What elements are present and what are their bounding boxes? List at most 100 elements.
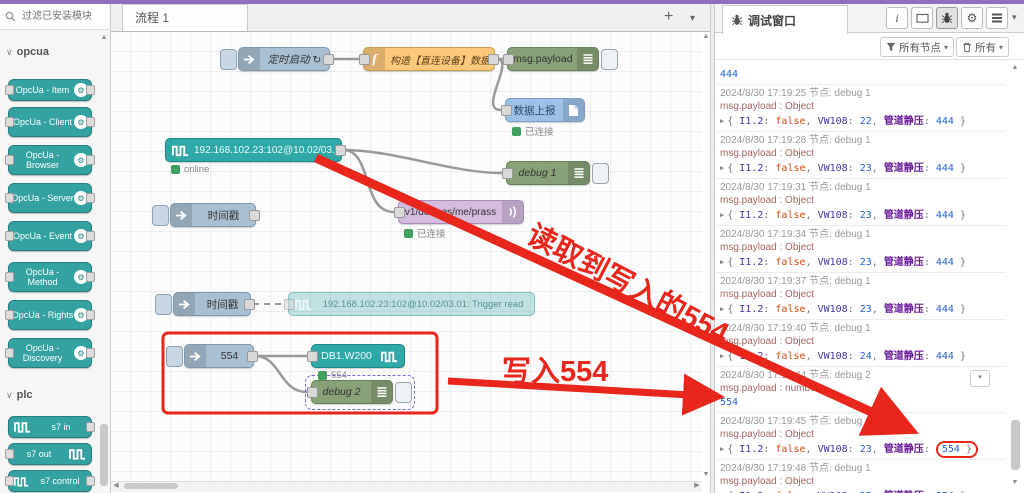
port[interactable] <box>5 231 14 241</box>
port[interactable] <box>5 476 14 486</box>
palette-node-opcua-event[interactable]: OpcUa - Event⚙ <box>5 221 95 251</box>
message-menu-button[interactable]: ▾ <box>970 370 990 387</box>
port[interactable] <box>323 54 334 65</box>
port[interactable] <box>284 299 295 310</box>
palette-section-plc[interactable]: ∨plc <box>6 389 33 401</box>
mqtt-out-node[interactable]: v1/devices/me/prass <box>394 200 524 224</box>
scroll-right-icon[interactable]: ▶ <box>694 482 700 489</box>
debug-toggle-button[interactable] <box>395 382 412 403</box>
port[interactable] <box>307 387 318 398</box>
inject-trigger-button[interactable] <box>220 49 237 70</box>
config-nodes-button[interactable]: ⚙ <box>961 7 983 29</box>
inject-node-554[interactable]: 554 <box>184 344 258 368</box>
canvas-hscrollbar-thumb[interactable] <box>124 483 178 489</box>
port[interactable] <box>5 117 14 127</box>
s7-read-node[interactable]: 192.168.102.23:102@10.02/03.01 <box>165 138 346 162</box>
panel-scrollbar-thumb[interactable] <box>1011 420 1020 470</box>
port[interactable] <box>5 310 14 320</box>
flow-tab-active[interactable]: 流程 1 <box>122 4 248 31</box>
inject-trigger-button[interactable] <box>152 205 169 226</box>
s7-trigger-read-ghost-node[interactable]: 192.168.102.23:102@10.02/03.01: Trigger … <box>284 292 535 316</box>
palette-node-opcua-discovery[interactable]: OpcUa - Discovery⚙ <box>5 338 95 368</box>
scroll-down-icon[interactable]: ▼ <box>702 471 710 478</box>
info-button[interactable]: i <box>886 7 908 29</box>
port[interactable] <box>5 272 14 282</box>
palette-scroll-up[interactable]: ▲ <box>100 34 108 41</box>
palette-scrollbar-thumb[interactable] <box>100 424 108 486</box>
port[interactable] <box>5 348 14 358</box>
debug-node-1[interactable]: debug 1 <box>502 161 590 185</box>
scroll-left-icon[interactable]: ◀ <box>113 482 119 489</box>
palette-node-opcua-item[interactable]: OpcUa - Item⚙ <box>5 79 95 101</box>
filter-nodes-button[interactable]: 所有节点 ▾ <box>880 37 955 57</box>
palette-node-opcua-method[interactable]: OpcUa - Method⚙ <box>5 262 95 292</box>
expand-caret[interactable]: ▶ <box>720 352 725 360</box>
expand-caret[interactable]: ▶ <box>720 445 725 453</box>
port[interactable] <box>502 168 513 179</box>
port[interactable] <box>5 155 14 165</box>
port[interactable] <box>247 351 258 362</box>
canvas-hscrollbar[interactable] <box>110 481 702 492</box>
port[interactable] <box>307 351 318 362</box>
port[interactable] <box>86 155 95 165</box>
scroll-up-icon[interactable]: ▲ <box>702 33 710 40</box>
port[interactable] <box>86 348 95 358</box>
panel-menu-caret[interactable]: ▾ <box>1012 12 1017 22</box>
expand-caret[interactable]: ▶ <box>720 211 725 219</box>
debug-toggle-button[interactable] <box>601 49 618 70</box>
panel-splitter[interactable] <box>710 4 715 493</box>
port[interactable] <box>86 272 95 282</box>
port[interactable] <box>249 210 260 221</box>
port[interactable] <box>503 54 514 65</box>
port[interactable] <box>86 231 95 241</box>
flow-list-dropdown[interactable]: ▾ <box>690 13 696 24</box>
palette-node-opcua-client[interactable]: OpcUa - Client⚙ <box>5 107 95 137</box>
help-button[interactable] <box>911 7 933 29</box>
palette-section-opcua[interactable]: ∨opcua <box>6 46 49 58</box>
palette-node-opcua-browser[interactable]: OpcUa - Browser⚙ <box>5 145 95 175</box>
panel-scroll-up[interactable]: ▲ <box>1011 64 1019 71</box>
expand-caret[interactable]: ▶ <box>720 258 725 266</box>
palette-node-s7-out[interactable]: s7 out <box>5 443 92 465</box>
port[interactable] <box>5 193 14 203</box>
port[interactable] <box>86 476 95 486</box>
function-node-build-data[interactable]: f 构造【直连设备】数据 <box>359 47 499 71</box>
port[interactable] <box>5 85 14 95</box>
inject-node-scheduled-start[interactable]: 定时启动 ↻ <box>238 47 334 71</box>
port[interactable] <box>394 207 405 218</box>
clear-messages-button[interactable]: 所有 ▾ <box>956 37 1010 57</box>
debug-node-2[interactable]: debug 2 <box>307 380 393 404</box>
port[interactable] <box>335 145 346 156</box>
port[interactable] <box>359 54 370 65</box>
palette-node-s7-control[interactable]: s7 control <box>5 470 95 492</box>
tab-debug-window[interactable]: 调试窗口 <box>722 5 848 34</box>
palette-node-opcua-rights[interactable]: OpcUa - Rights⚙ <box>5 300 95 330</box>
port[interactable] <box>86 310 95 320</box>
report-node-data-upload[interactable]: 数据上报 <box>501 98 585 122</box>
expand-caret[interactable]: ▶ <box>720 117 725 125</box>
port[interactable] <box>244 299 255 310</box>
debug-sidebar-button[interactable] <box>936 7 958 29</box>
port[interactable] <box>488 54 499 65</box>
port[interactable] <box>86 85 95 95</box>
palette-node-s7-in[interactable]: s7 in <box>8 416 95 438</box>
panel-scroll-down[interactable]: ▼ <box>1011 479 1019 486</box>
debug-node-msg-payload[interactable]: msg.payload <box>503 47 599 71</box>
expand-caret[interactable]: ▶ <box>720 164 725 172</box>
palette-search[interactable] <box>0 4 109 30</box>
inject-trigger-button[interactable] <box>166 346 183 367</box>
port[interactable] <box>86 422 95 432</box>
debug-toggle-button[interactable] <box>592 163 609 184</box>
inject-trigger-button[interactable] <box>155 294 172 315</box>
debug-message-list[interactable]: 444 2024/8/30 17:19:25 节点: debug 1 msg.p… <box>716 62 1006 493</box>
port[interactable] <box>5 449 14 459</box>
port[interactable] <box>86 193 95 203</box>
inject-node-timestamp-2[interactable]: 时间戳 <box>173 292 255 316</box>
palette-search-input[interactable] <box>20 10 104 23</box>
context-data-button[interactable] <box>986 7 1008 29</box>
add-flow-button[interactable]: + <box>664 8 674 25</box>
palette-node-opcua-server[interactable]: OpcUa - Server⚙ <box>5 183 95 213</box>
inject-node-timestamp[interactable]: 时间戳 <box>170 203 260 227</box>
s7-write-node[interactable]: DB1.W200 <box>307 344 405 368</box>
port[interactable] <box>501 105 512 116</box>
